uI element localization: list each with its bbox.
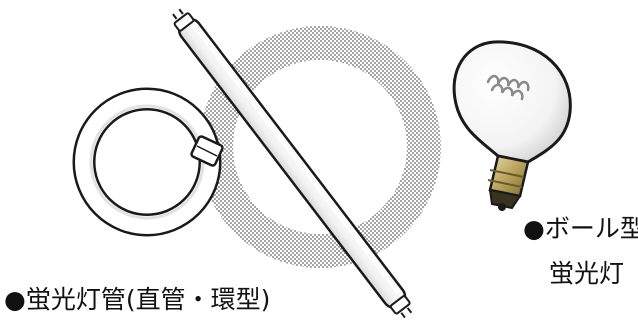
circular-tube-icon	[72, 87, 224, 237]
caption-fluorescent-tubes: ●蛍光灯管(直管・環型)	[4, 285, 271, 314]
straight-tube-icon	[172, 8, 413, 319]
caption-ball-type-line2: 蛍光灯	[549, 259, 625, 288]
ball-bulb-icon	[452, 40, 572, 211]
caption-ball-type-line1: ●ボール型	[523, 214, 638, 243]
